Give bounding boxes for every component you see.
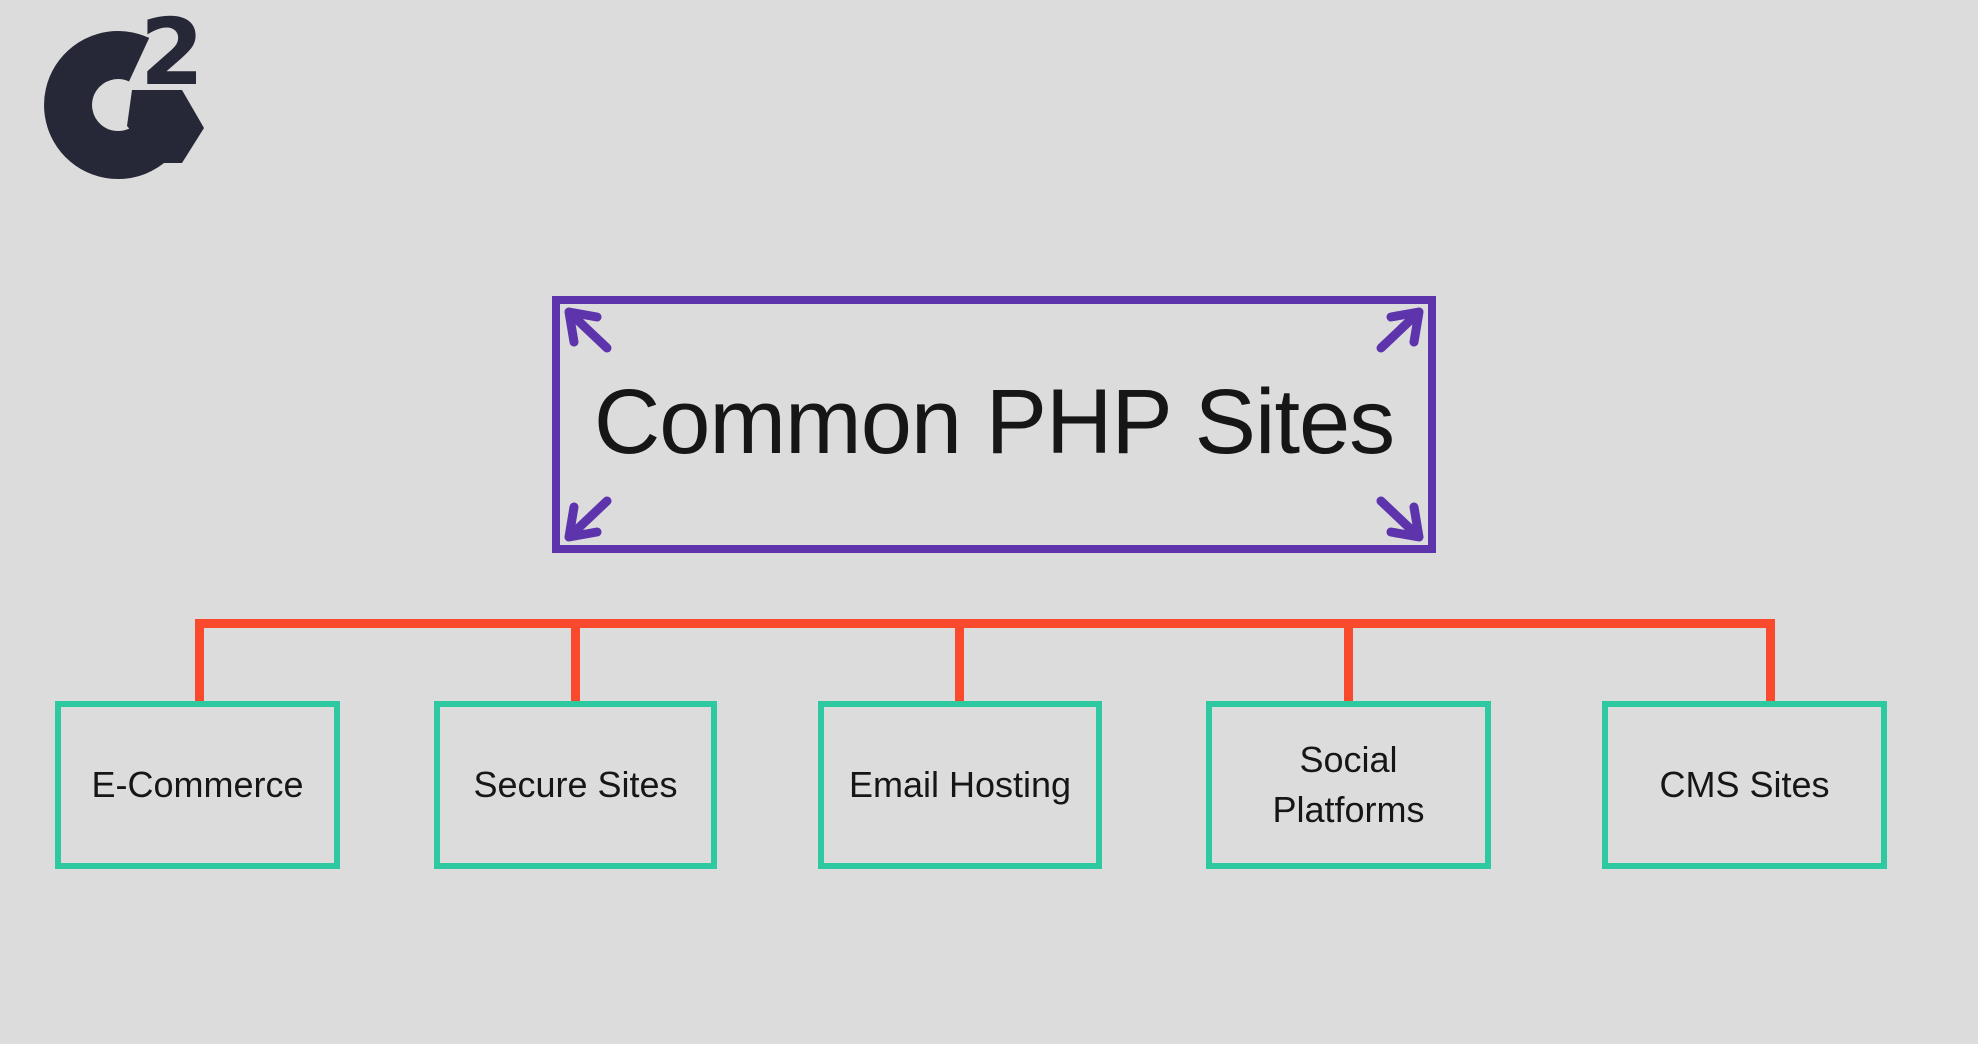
- g2-pentagon-shape: [127, 90, 204, 163]
- node-label: Social Platforms: [1272, 738, 1425, 830]
- node-box-secure-sites: Secure Sites: [434, 701, 717, 869]
- connector-drop-4: [1344, 619, 1353, 703]
- node-box-email-hosting: Email Hosting: [818, 701, 1102, 869]
- root-node-box: Common PHP Sites: [552, 296, 1436, 553]
- diagram-title: Common PHP Sites: [593, 371, 1395, 473]
- expand-arrow-bottom-right-icon: [1376, 496, 1424, 542]
- connector-horizontal-line: [195, 619, 1775, 628]
- node-box-e-commerce: E-Commerce: [55, 701, 340, 869]
- node-box-social-platforms: Social Platforms: [1206, 701, 1491, 869]
- node-label: Secure Sites: [473, 763, 678, 805]
- expand-arrow-top-left-icon: [564, 307, 612, 353]
- g2-logo-icon: 2: [44, 8, 204, 180]
- connector-drop-3: [955, 619, 964, 703]
- connector-drop-1: [195, 619, 204, 703]
- connector-drop-2: [571, 619, 580, 703]
- expand-arrow-top-right-icon: [1376, 307, 1424, 353]
- g2-ring-shape: [44, 31, 168, 180]
- node-label: E-Commerce: [91, 763, 304, 805]
- connector-drop-5: [1766, 619, 1775, 703]
- expand-arrow-bottom-left-icon: [564, 496, 612, 542]
- node-box-cms-sites: CMS Sites: [1602, 701, 1887, 869]
- g2-superscript: 2: [140, 8, 204, 106]
- node-label: Email Hosting: [848, 763, 1072, 805]
- node-label: CMS Sites: [1659, 763, 1830, 805]
